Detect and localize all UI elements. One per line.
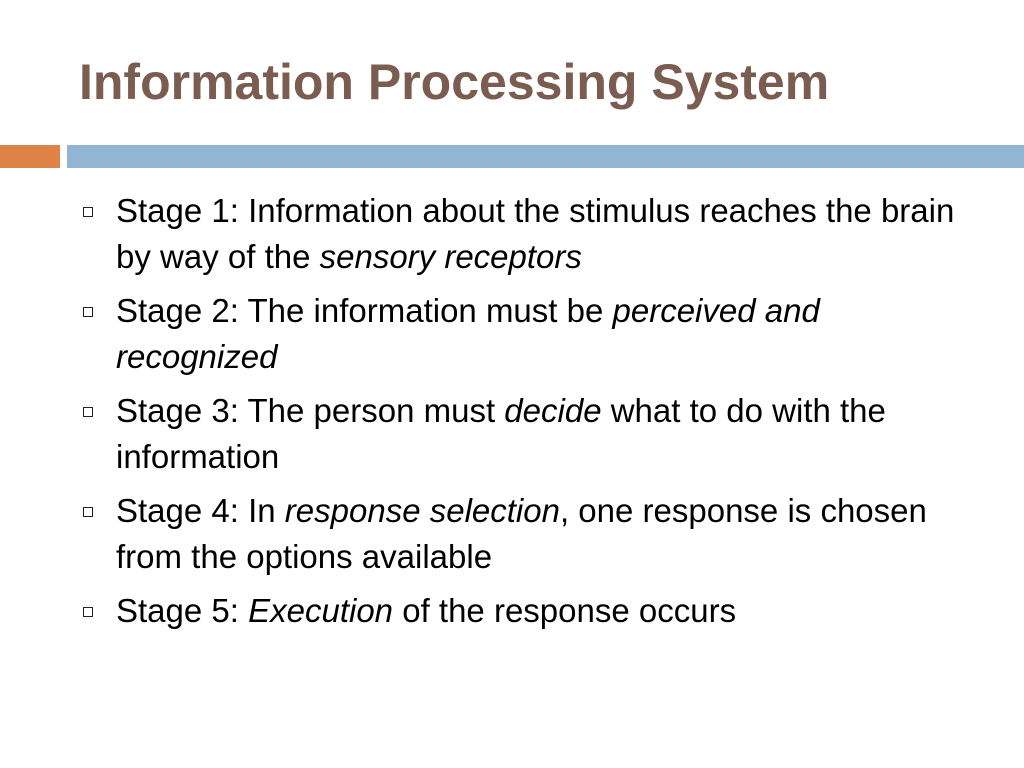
bullet-item-stage-2: Stage 2: The information must be perceiv… — [80, 288, 980, 380]
bullet-item-stage-5: Stage 5: Execution of the response occur… — [80, 588, 980, 634]
bullet-emphasis: decide — [504, 392, 602, 429]
bullet-item-stage-4: Stage 4: In response selection, one resp… — [80, 488, 980, 580]
bullet-text-segment: of the response occurs — [393, 592, 737, 629]
hollow-square-icon — [83, 607, 93, 617]
bullet-text-segment: , one response is chosen from the option… — [116, 492, 927, 575]
bullet-emphasis: Execution — [248, 592, 394, 629]
bullet-text-segment: Stage 4: In — [116, 492, 285, 529]
accent-bar-blue — [67, 145, 1024, 168]
hollow-square-icon — [83, 407, 93, 417]
bullet-item-stage-1: Stage 1: Information about the stimulus … — [80, 188, 980, 280]
bullet-text-segment: Stage 2: The information must be — [116, 292, 613, 329]
bullet-emphasis: sensory receptors — [319, 238, 582, 275]
hollow-square-icon — [83, 307, 93, 317]
hollow-square-icon — [83, 207, 93, 217]
bullet-text-segment: what to do with the information — [116, 392, 886, 475]
slide-title: Information Processing System — [79, 54, 830, 110]
accent-bar-orange — [0, 145, 60, 168]
bullet-text-segment: Stage 3: The person must — [116, 392, 505, 429]
bullet-item-stage-3: Stage 3: The person must decide what to … — [80, 388, 980, 480]
bullet-text-segment: Stage 1: Information about the stimulus … — [116, 192, 955, 275]
hollow-square-icon — [83, 507, 93, 517]
bullet-emphasis: perceived and recognized — [116, 292, 820, 375]
bullet-emphasis: response selection — [284, 492, 560, 529]
bullet-list: Stage 1: Information about the stimulus … — [80, 188, 980, 642]
bullet-text-segment: Stage 5: — [116, 592, 249, 629]
